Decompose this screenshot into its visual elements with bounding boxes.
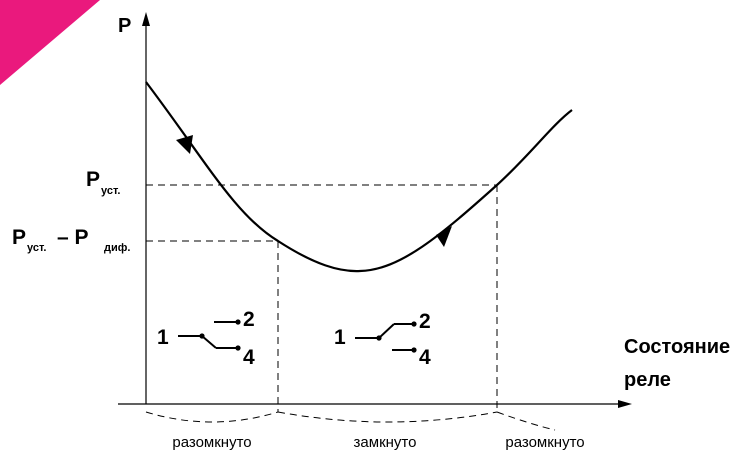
state-brace-2 [277, 411, 498, 423]
y-axis-arrow [142, 12, 150, 26]
svg-text:4: 4 [243, 346, 255, 369]
pressure-curve [145, 81, 573, 273]
svg-text:уст.: уст. [27, 242, 46, 254]
svg-text:уст.: уст. [101, 185, 120, 197]
state-label-2: замкнуто [354, 434, 417, 450]
x-axis-title-line2: реле [624, 369, 671, 391]
p-set-label: P уст. [86, 168, 120, 197]
state-brace-1 [145, 411, 279, 423]
state-brace-3 [496, 411, 556, 431]
curve-arrow-up [436, 226, 452, 247]
state-label-3: разомкнуто [505, 434, 584, 450]
p-low-label: P уст. – P диф. [12, 226, 130, 254]
corner-mark [0, 0, 100, 85]
state-label-1: разомкнуто [172, 434, 251, 450]
svg-text:2: 2 [243, 308, 255, 331]
svg-text:2: 2 [419, 310, 431, 333]
contact-symbol-open: 1 2 4 [157, 308, 255, 369]
svg-text:диф.: диф. [104, 242, 130, 254]
y-axis-label: P [118, 15, 131, 37]
svg-text:P: P [86, 168, 100, 191]
curve-arrow-down [176, 135, 193, 154]
x-axis-title-line1: Состояние [624, 336, 730, 358]
svg-text:4: 4 [419, 346, 431, 369]
svg-text:1: 1 [334, 326, 346, 349]
svg-text:1: 1 [157, 326, 169, 349]
x-axis-arrow [618, 400, 632, 408]
svg-text:– P: – P [57, 226, 89, 249]
contact-symbol-closed: 1 2 4 [334, 310, 431, 369]
svg-text:P: P [12, 226, 26, 249]
